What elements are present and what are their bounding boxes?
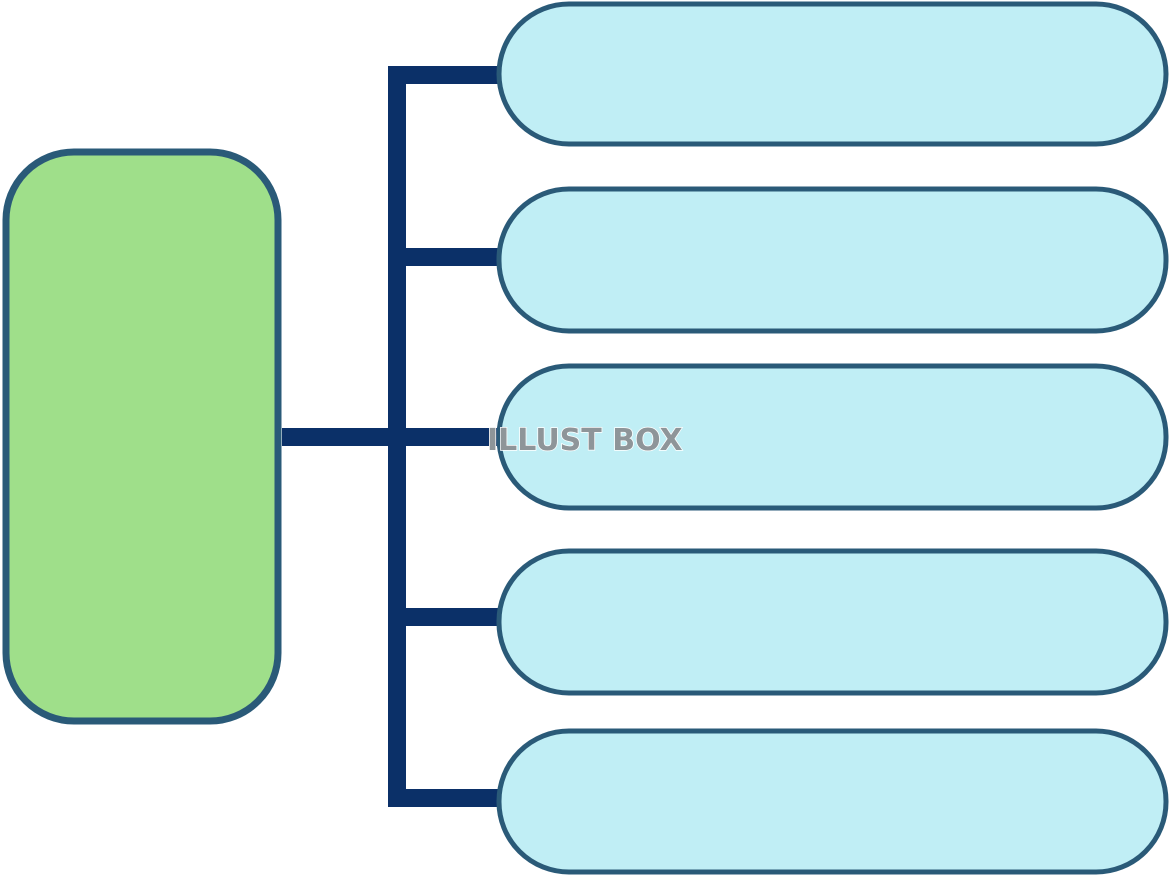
branch-box-1 [496, 1, 1169, 147]
watermark-text: ILLUST BOX [487, 423, 683, 458]
branch-node-5 [496, 728, 1169, 875]
branch-node-2 [496, 186, 1169, 334]
branch-box-5 [496, 728, 1169, 875]
connector-lines [282, 66, 500, 807]
branch-nodes [496, 1, 1169, 875]
root-box [2, 148, 282, 725]
branch-box-4 [496, 548, 1169, 696]
branch-node-3 [496, 363, 1169, 511]
branch-box-2 [496, 186, 1169, 334]
root-node [2, 148, 282, 725]
branch-box-3 [496, 363, 1169, 511]
branch-node-4 [496, 548, 1169, 696]
branch-node-1 [496, 1, 1169, 147]
